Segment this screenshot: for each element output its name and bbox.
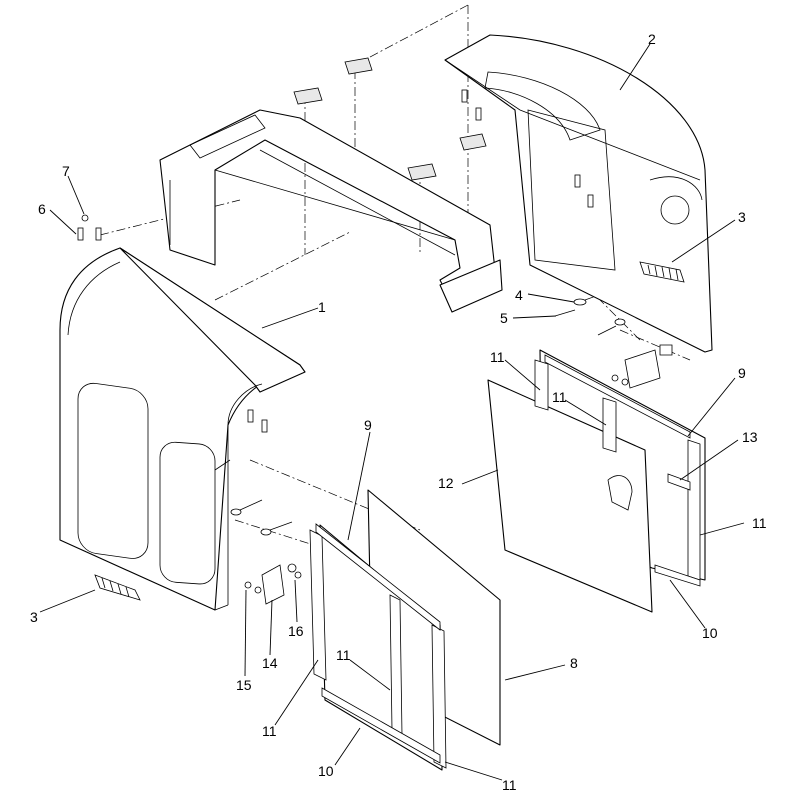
callout-11: 11 [262, 723, 277, 739]
callout-13: 13 [742, 429, 758, 445]
callout-11: 11 [502, 777, 517, 793]
callout-6: 6 [38, 201, 46, 217]
frame-pads [293, 57, 487, 181]
callout-11: 11 [490, 349, 505, 365]
callout-4: 4 [515, 287, 523, 303]
callout-11: 11 [336, 647, 351, 663]
callout-11: 11 [552, 389, 567, 405]
callout-9: 9 [738, 365, 746, 381]
callout-3: 3 [738, 209, 746, 225]
callout-10: 10 [318, 763, 334, 779]
callout-5: 5 [500, 310, 508, 326]
callout-3: 3 [30, 609, 38, 625]
callout-8: 8 [570, 655, 578, 671]
callout-16: 16 [288, 623, 304, 639]
callout-11: 11 [752, 515, 767, 531]
callout-15: 15 [236, 677, 252, 693]
callout-2: 2 [648, 31, 656, 47]
leader-lines [39, 43, 745, 781]
callout-12: 12 [438, 475, 454, 491]
handle-right [639, 261, 685, 283]
right-insulation-set [487, 349, 706, 613]
center-support-frame [159, 109, 503, 313]
callout-7: 7 [62, 163, 70, 179]
callout-labels: 1 2 3 3 4 5 6 7 8 9 9 10 10 11 11 11 11 … [30, 31, 767, 793]
callout-9: 9 [364, 417, 372, 433]
callout-1: 1 [318, 299, 326, 315]
callout-14: 14 [262, 655, 278, 671]
handle-left [94, 574, 141, 601]
callout-10: 10 [702, 625, 718, 641]
hardware [77, 89, 673, 605]
left-hood-panel [59, 247, 306, 611]
left-insulation-set [309, 489, 501, 771]
